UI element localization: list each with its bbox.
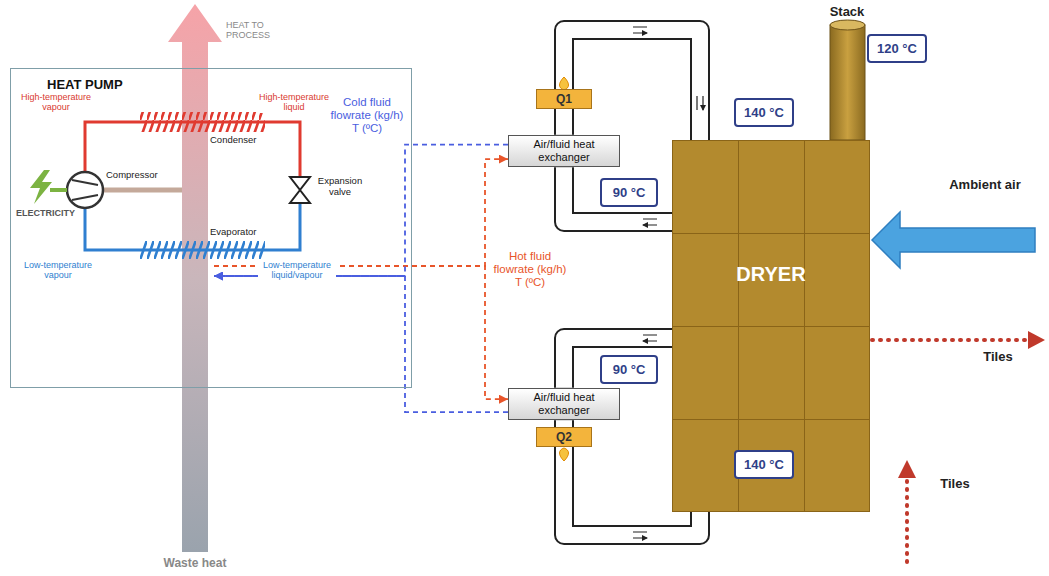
- node-text: 140 °C: [744, 105, 784, 120]
- air-duct: [564, 420, 565, 427]
- duct-inside: [556, 109, 572, 135]
- process-heat-label: HEAT TO PROCESS: [226, 20, 288, 41]
- duct-wall: [564, 30, 700, 140]
- tiles-in-line: [905, 480, 909, 562]
- temperature-box: 90 °C: [600, 355, 658, 384]
- tiles-in-arrowhead: [898, 460, 916, 478]
- node-text: 140 °C: [744, 457, 784, 472]
- lightning-symbol: [30, 170, 52, 204]
- state-label: High-temperature vapour: [20, 92, 92, 113]
- evaporator-coil: [140, 241, 265, 259]
- compressor-symbol: [72, 180, 98, 200]
- stack-chimney: [830, 25, 865, 140]
- cold-fluid-label: Cold fluid flowrate (kg/h) T (ºC): [330, 96, 404, 136]
- air-flow-arrow: [697, 96, 703, 110]
- tiles-label: Tiles: [968, 350, 1028, 365]
- duct-wall: [554, 109, 574, 135]
- node-text: 90 °C: [613, 185, 646, 200]
- air-flow-arrow: [643, 219, 657, 225]
- heat-flow-arrow: [168, 4, 222, 552]
- expansion-valve-symbol: [290, 177, 310, 203]
- condenser-coil: [140, 112, 265, 132]
- stack-label: Stack: [822, 5, 872, 20]
- cold-fluid-line: [214, 276, 508, 412]
- heat-exchanger-box: Air/fluid heat exchanger: [508, 388, 620, 420]
- tiles-out-line: [872, 338, 1026, 342]
- ambient-air-label: Ambient air: [935, 178, 1035, 193]
- electricity-line: [50, 188, 67, 192]
- node-text: DRYER: [673, 263, 869, 286]
- fluid-line: [214, 159, 508, 266]
- hot-fluid-line: [214, 159, 508, 266]
- fluid-line: [214, 266, 508, 399]
- tiles-out-arrowhead: [1028, 331, 1045, 349]
- node-text: Q2: [556, 430, 572, 444]
- fluid-line: [214, 276, 508, 412]
- air-flow-arrow: [633, 532, 647, 538]
- air-duct: [564, 167, 672, 222]
- hot-fluid-label: Hot fluid flowrate (kg/h) T (ºC): [490, 250, 570, 290]
- temperature-box: 140 °C: [734, 98, 794, 127]
- state-label: Low-temperature vapour: [20, 260, 96, 281]
- duct-inside: [564, 167, 672, 222]
- heat-input-box: Q2: [536, 427, 592, 447]
- temperature-box: 140 °C: [734, 450, 794, 479]
- duct-inside: [556, 420, 572, 427]
- air-flow-arrow: [633, 27, 647, 33]
- duct-inside: [564, 30, 700, 140]
- electricity-label: ELECTRICITY: [16, 208, 75, 218]
- node-text: 90 °C: [613, 362, 646, 377]
- duct-wall: [554, 420, 574, 427]
- heat-input-box: Q1: [536, 89, 592, 109]
- duct-inside: [564, 338, 672, 388]
- node-text: HEAT PUMP: [47, 77, 123, 92]
- node-text: Air/fluid heat exchanger: [513, 138, 615, 164]
- component-label: Compressor: [106, 170, 158, 181]
- node-text: Air/fluid heat exchanger: [513, 391, 615, 417]
- duct-wall: [564, 167, 672, 222]
- temperature-box: 90 °C: [600, 178, 658, 207]
- temperature-box: 120 °C: [867, 34, 927, 63]
- air-duct: [564, 338, 672, 388]
- component-label: Expansion valve: [314, 176, 366, 198]
- node-text: Q1: [556, 92, 572, 106]
- state-label: Low-temperature liquid/vapour: [258, 260, 336, 281]
- cold-fluid-line: [214, 145, 508, 276]
- ambient-air-arrow: [872, 212, 1035, 268]
- hot-fluid-line: [214, 266, 508, 399]
- flame-icon: [560, 448, 569, 461]
- node-text: 120 °C: [877, 41, 917, 56]
- compressor-work-line: [103, 188, 182, 193]
- air-duct: [564, 109, 565, 135]
- tiles-label: Tiles: [925, 477, 985, 492]
- air-duct: [564, 30, 700, 140]
- state-label: High-temperature liquid: [258, 92, 330, 113]
- component-label: Evaporator: [210, 227, 256, 238]
- stack-chimney: [830, 20, 865, 30]
- compressor-symbol: [67, 172, 103, 208]
- heat-exchanger-box: Air/fluid heat exchanger: [508, 135, 620, 167]
- duct-wall: [564, 338, 672, 388]
- air-flow-arrow: [643, 335, 657, 341]
- fluid-line: [214, 145, 508, 276]
- component-label: Condenser: [210, 135, 256, 146]
- waste-heat-label: Waste heat: [150, 557, 240, 571]
